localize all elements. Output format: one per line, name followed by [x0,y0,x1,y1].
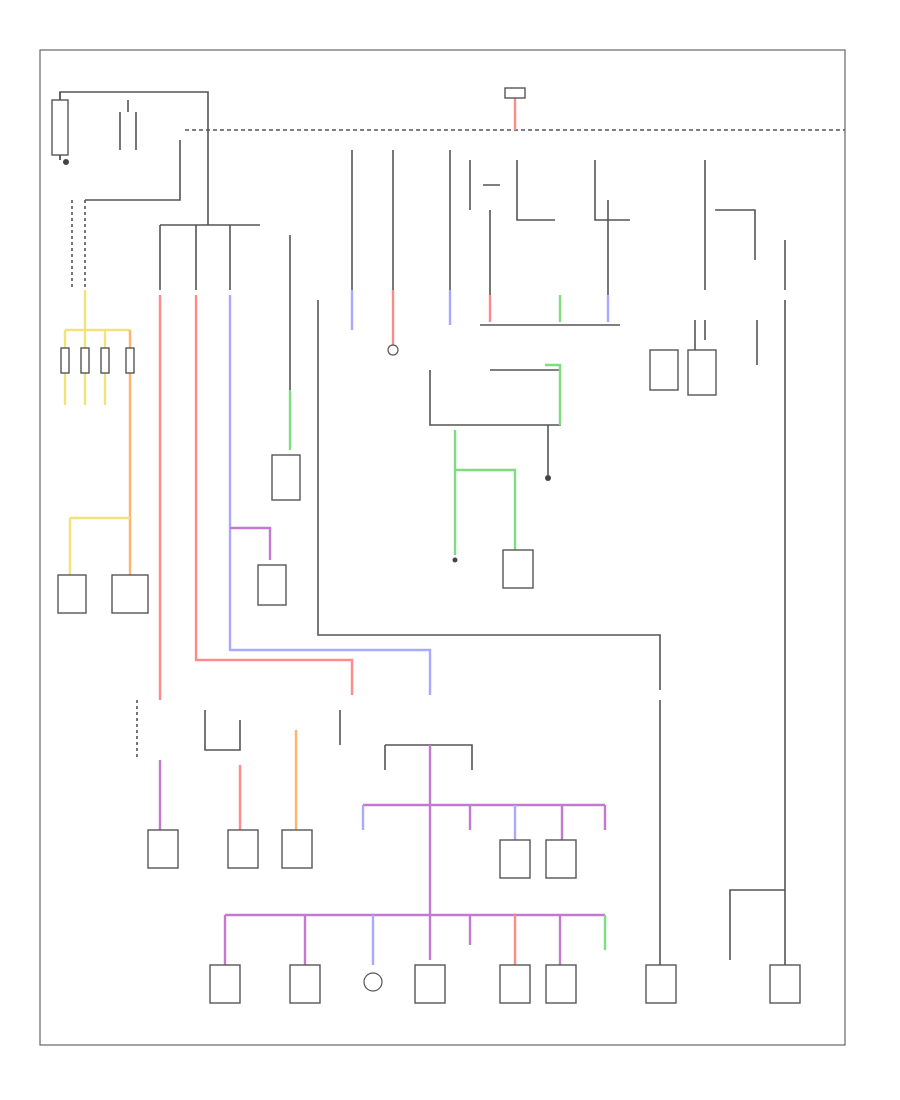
bottom-box-5 [545,839,577,879]
bottom-box-10 [545,964,577,1004]
central-module [429,363,562,589]
battery-symbol [51,99,69,156]
bottom-box-1 [147,829,179,869]
component-box-c [502,549,534,589]
ignition-switch-group [469,160,630,326]
left-relay-b [111,574,149,614]
bottom-box-8 [414,964,446,1004]
purple-distribution [361,744,607,960]
blue-feed-wire [228,295,432,695]
right-relays [649,160,786,890]
component-box-d [649,349,679,391]
left-fuse-cluster [57,290,149,614]
lower-fuse-row [136,700,341,869]
top-fuse-block [71,87,845,290]
bottom-box-6 [209,964,241,1004]
diagram-frame [39,49,846,1046]
bottom-box-12 [769,964,801,1004]
bottom-box-7 [289,964,321,1004]
bottom-box-11 [645,964,677,1004]
bottom-box-4 [499,839,531,879]
red-feed-wire [194,295,354,695]
bottom-box-9 [499,964,531,1004]
left-relay-a [57,574,87,614]
component-box-e [687,349,717,396]
battery-section [51,91,209,225]
bottom-box-3 [281,829,313,869]
bottom-box-2 [227,829,259,869]
bottom-row-components [209,700,801,1004]
fuse-distribution-bar [159,150,451,300]
component-box-b [271,454,301,501]
component-box-a [257,564,287,606]
mid-column-components [350,290,452,356]
